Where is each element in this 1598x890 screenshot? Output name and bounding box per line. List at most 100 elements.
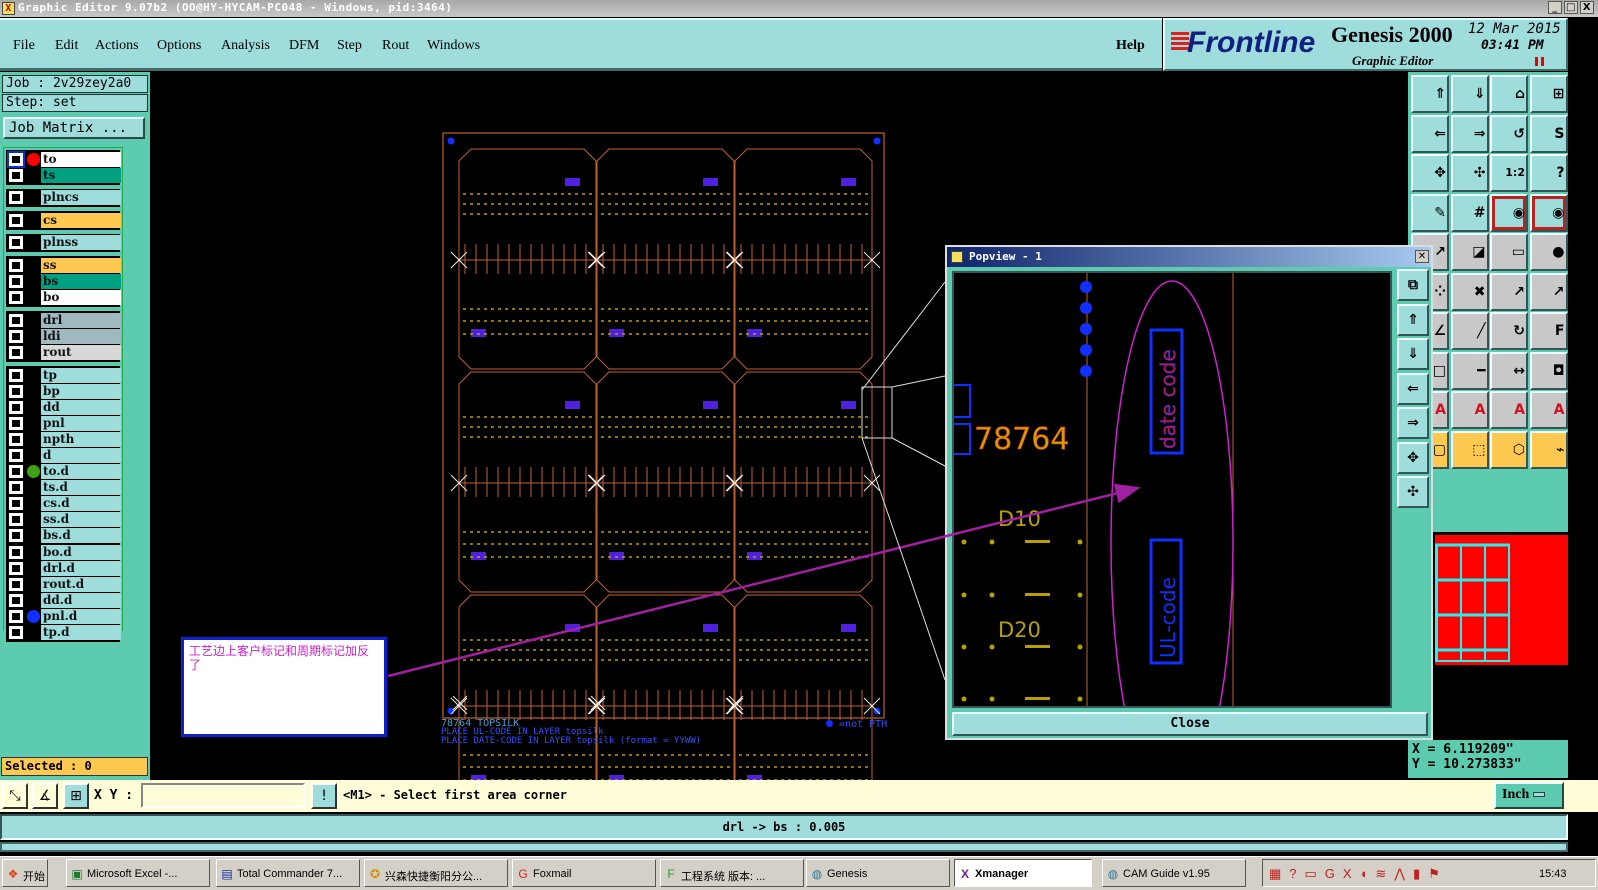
layer-name[interactable]: npth [41, 431, 121, 447]
shapes-icon[interactable]: ◘ [1529, 351, 1568, 390]
select-net-icon[interactable]: ⌁ [1529, 430, 1568, 469]
layer-row-npth[interactable]: npth [6, 431, 121, 448]
scale-1-2-icon[interactable]: 1:2 [1490, 154, 1528, 192]
layer-name[interactable]: ts.d [41, 480, 121, 496]
layer-row-rout[interactable]: rout [6, 344, 121, 361]
zoom-out-icon[interactable]: ✥ [1411, 154, 1449, 192]
layer-row-pnl[interactable]: pnl [6, 415, 121, 432]
measure-icon[interactable]: ∡ [32, 783, 58, 809]
layer-name[interactable]: ss [41, 257, 121, 273]
rout-path-icon[interactable]: S [1529, 114, 1568, 153]
menu-step[interactable]: Step [337, 38, 362, 53]
home-icon[interactable]: ⌂ [1490, 75, 1528, 113]
layer-row-drl-d[interactable]: drl.d [6, 560, 121, 577]
popview-zoom-out-icon[interactable]: ✥ [1397, 441, 1429, 474]
layer-name[interactable]: tp.d [41, 625, 121, 641]
undo-view-icon[interactable]: ↺ [1490, 114, 1528, 153]
menu-file[interactable]: File [13, 38, 35, 53]
layer-checkbox[interactable] [8, 399, 24, 415]
layer-name[interactable]: tp [41, 367, 121, 383]
maximize-button[interactable]: □ [1564, 1, 1578, 14]
layer-name[interactable]: to.d [41, 464, 121, 480]
layer-checkbox[interactable] [8, 383, 24, 399]
text-outline-icon[interactable]: A [1450, 391, 1489, 429]
layer-row-d[interactable]: d [6, 448, 121, 464]
layer-checkbox[interactable] [8, 344, 24, 360]
help-icon[interactable]: ? [1529, 154, 1568, 192]
layer-checkbox[interactable] [8, 496, 24, 512]
layer-checkbox[interactable] [8, 328, 24, 344]
minimize-button[interactable]: _ [1548, 1, 1562, 14]
layer-checkbox[interactable] [8, 367, 24, 383]
layer-checkbox[interactable] [8, 312, 24, 328]
taskbar-item[interactable]: ◍Genesis [806, 859, 950, 887]
menu-edit[interactable]: Edit [55, 38, 79, 53]
layer-name[interactable]: drl.d [41, 560, 121, 576]
move-pad-icon[interactable]: ↗ [1490, 272, 1528, 311]
grid-xy-icon[interactable]: ⊞ [1529, 75, 1568, 113]
layer-checkbox[interactable] [8, 235, 24, 251]
select-poly-icon[interactable]: ⬡ [1490, 430, 1528, 469]
pan-up-icon[interactable]: ⇑ [1411, 75, 1449, 113]
snap-grid-icon[interactable]: ⊞ [63, 783, 89, 809]
layer-row-pnl-d[interactable]: pnl.d [6, 608, 121, 625]
layer-name[interactable]: drl [41, 312, 121, 328]
net-check-icon[interactable]: ◉ [1529, 193, 1568, 232]
layer-name[interactable]: bp [41, 383, 121, 399]
layer-checkbox[interactable] [8, 190, 24, 206]
layer-row-ldi[interactable]: ldi [6, 328, 121, 345]
menu-windows[interactable]: Windows [427, 38, 481, 53]
layer-row-to[interactable]: to [6, 150, 121, 168]
layer-checkbox[interactable] [8, 448, 24, 463]
layer-row-ss[interactable]: ss [6, 257, 121, 274]
layer-checkbox[interactable] [8, 290, 24, 306]
layer-row-bo[interactable]: bo [6, 290, 121, 306]
layer-checkbox[interactable] [8, 431, 24, 447]
job-matrix-button[interactable]: Job Matrix ... [3, 117, 145, 139]
layer-name[interactable]: bs.d [41, 528, 121, 544]
mirror-icon[interactable]: F [1529, 312, 1568, 350]
snap-icon[interactable]: ◪ [1450, 233, 1489, 271]
layer-row-tp-d[interactable]: tp.d [6, 625, 121, 641]
layer-row-ts-d[interactable]: ts.d [6, 480, 121, 496]
layer-row-tp[interactable]: tp [6, 367, 121, 384]
layer-checkbox[interactable] [8, 608, 24, 624]
layer-checkbox[interactable] [8, 480, 24, 496]
grid-icon[interactable]: # [1450, 193, 1489, 232]
text-baseline-icon[interactable]: A [1490, 391, 1528, 429]
layer-row-bs-d[interactable]: bs.d [6, 528, 121, 544]
popview-zoom-in-icon[interactable]: ✣ [1397, 476, 1429, 508]
ruler-icon[interactable]: ▭ [1490, 233, 1528, 271]
menu-rout[interactable]: Rout [382, 38, 410, 53]
alert-icon[interactable]: ! [311, 783, 337, 809]
taskbar-item[interactable]: ▤Total Commander 7... [216, 859, 360, 887]
layer-checkbox[interactable] [8, 576, 24, 592]
popview-move-left-icon[interactable]: ⇐ [1397, 372, 1429, 405]
layer-row-bo-d[interactable]: bo.d [6, 544, 121, 561]
menu-dfm[interactable]: DFM [289, 38, 320, 53]
unit-selector[interactable]: Inch [1494, 782, 1564, 809]
layer-checkbox[interactable] [8, 625, 24, 641]
layer-row-drl[interactable]: drl [6, 312, 121, 329]
menu-options[interactable]: Options [157, 38, 202, 53]
layer-checkbox[interactable] [8, 592, 24, 608]
menu-analysis[interactable]: Analysis [221, 38, 270, 53]
layer-name[interactable]: rout [41, 344, 121, 360]
layer-row-bp[interactable]: bp [6, 383, 121, 400]
layer-row-cs[interactable]: cs [6, 212, 121, 229]
layer-name[interactable]: cs.d [41, 496, 121, 512]
split-line-icon[interactable]: ━ [1450, 351, 1489, 390]
layer-checkbox[interactable] [8, 544, 24, 560]
pad-icon[interactable]: ● [1529, 233, 1568, 271]
layer-checkbox[interactable] [8, 274, 24, 290]
pan-down-icon[interactable]: ⇓ [1450, 75, 1489, 113]
layer-row-ss-d[interactable]: ss.d [6, 512, 121, 528]
popview-move-up-icon[interactable]: ⇑ [1397, 303, 1429, 336]
layer-checkbox[interactable] [8, 528, 24, 544]
layer-checkbox[interactable] [8, 415, 24, 431]
layer-row-to-d[interactable]: to.d [6, 464, 121, 480]
xy-input[interactable] [141, 783, 305, 808]
